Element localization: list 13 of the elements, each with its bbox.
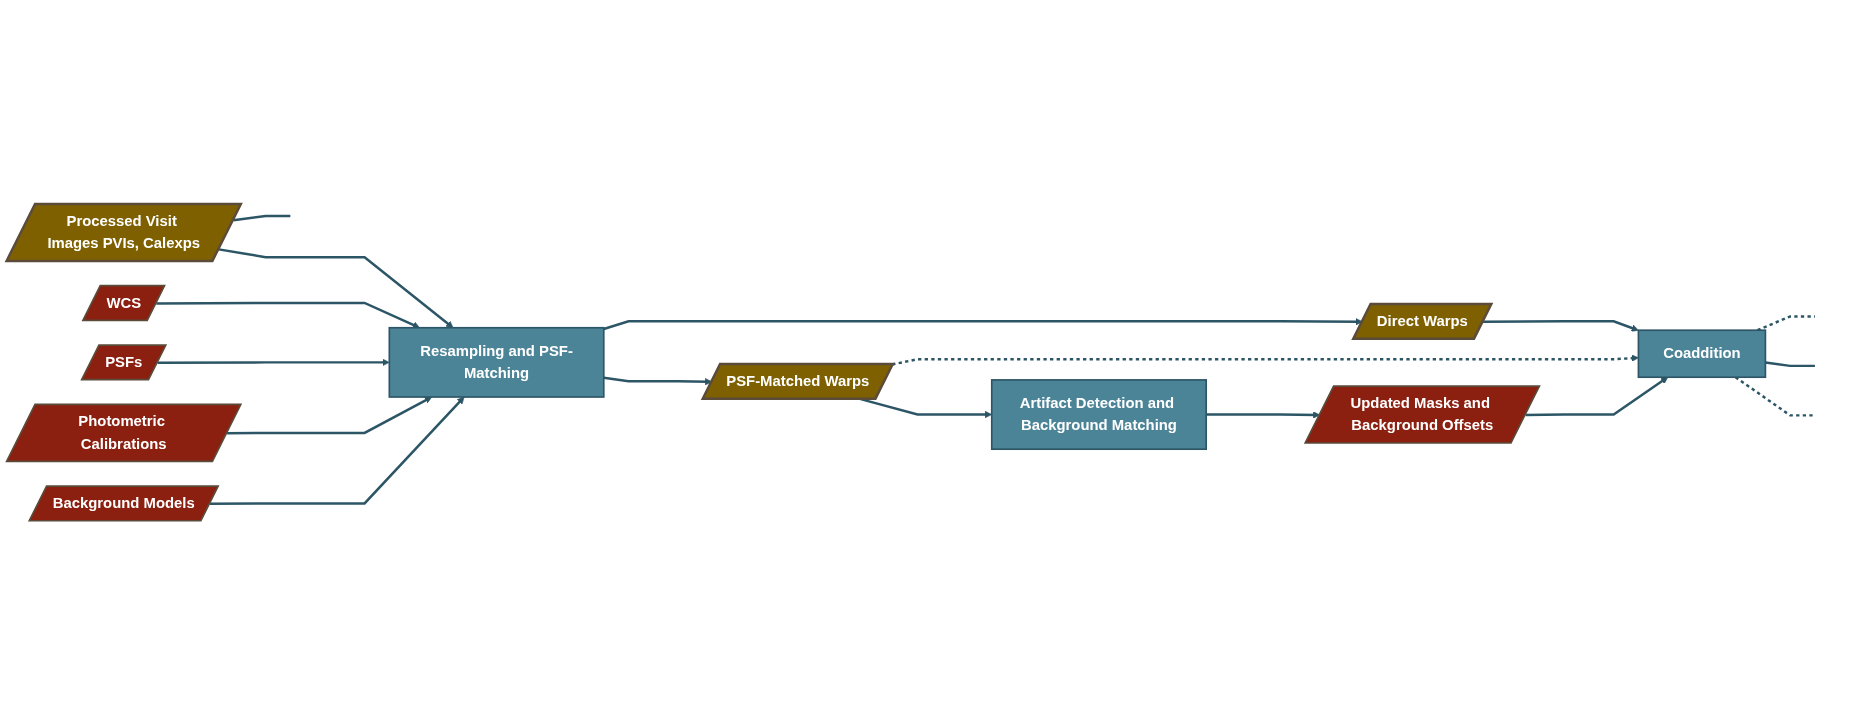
arrow [156, 301, 420, 329]
node-box: Artifact Detection and Background Matching [990, 378, 1208, 450]
arrow [209, 396, 465, 505]
arrow [157, 358, 390, 366]
arrow [1525, 376, 1669, 417]
node-box: Coaddition [1637, 329, 1767, 378]
node-box: Resampling and PSF-Matching [388, 326, 605, 398]
arrow [1483, 319, 1639, 332]
arrow [218, 248, 454, 328]
arrow [1206, 411, 1321, 419]
arrow [603, 317, 1363, 331]
arrow [227, 396, 433, 435]
arrow [891, 354, 1639, 366]
